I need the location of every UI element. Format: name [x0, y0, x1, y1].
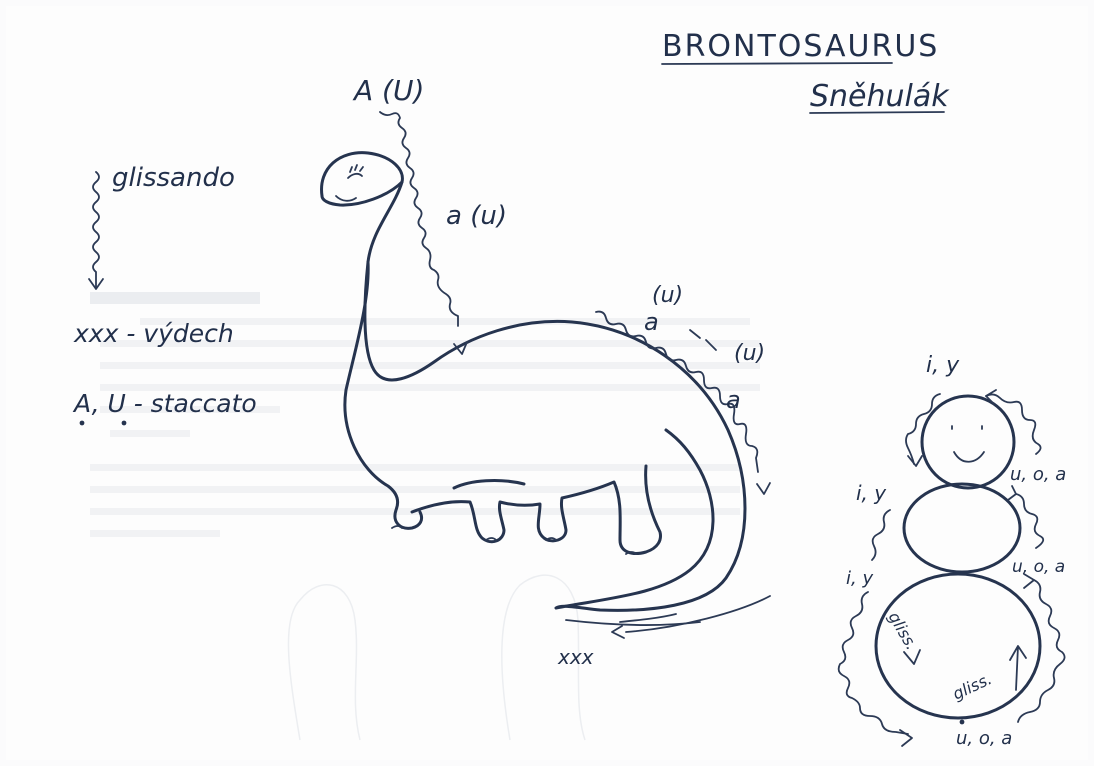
gliss-arrow-up	[1010, 646, 1026, 690]
back-label-2: a	[644, 308, 659, 336]
subtitle: Sněhulák	[810, 79, 950, 114]
head-label: A (U)	[352, 74, 424, 107]
brontosaurus-outline	[322, 153, 745, 611]
legend-breath-label: xxx - výdech	[73, 319, 234, 348]
snowman-top-label: i, y	[926, 353, 960, 378]
snowman-gliss-label-2: gliss.	[950, 669, 995, 703]
snowman-middle	[904, 484, 1020, 572]
snowman-smile	[954, 452, 984, 462]
snowman-right-arrow-2	[1008, 486, 1016, 500]
snowman-mid-left-label: i, y	[856, 481, 887, 505]
tail-wave	[626, 596, 770, 632]
tail-arrow-head	[612, 626, 624, 638]
tail-wave-short	[620, 614, 676, 622]
staccato-dot	[960, 720, 965, 725]
snowman-low-left-label: i, y	[846, 568, 873, 589]
back-arrow-head	[757, 483, 770, 494]
brontosaurus-eye	[348, 165, 363, 178]
legend-glissando-squiggle	[93, 172, 99, 288]
snowman-gliss-label-1: gliss.	[885, 609, 922, 654]
snowman-head	[922, 396, 1014, 488]
legend-staccato-label: A, U - staccato	[72, 389, 257, 418]
title: BRONTOSAURUS	[662, 29, 939, 64]
snowman-right-label-2: u, o, a	[1012, 557, 1065, 577]
snowman-eyes	[952, 426, 982, 429]
brontosaurus-mouth	[336, 196, 356, 201]
tail-label: xxx	[557, 645, 594, 669]
show-through-text	[90, 292, 760, 740]
snowman-left-wave-2	[872, 510, 890, 560]
snowman-bottom-label: u, o, a	[956, 728, 1012, 749]
staccato-dot	[80, 421, 85, 426]
snowman-left-arrow-1	[908, 456, 922, 466]
back-label-1: (u)	[652, 283, 683, 308]
snowman-right-label-1: u, o, a	[1010, 464, 1066, 485]
staccato-dot	[122, 421, 127, 426]
back-label-4: a	[726, 386, 741, 414]
legend-glissando-label: glissando	[112, 163, 235, 193]
neck-label: a (u)	[446, 201, 507, 231]
back-label-3: (u)	[734, 341, 765, 366]
brontosaurus-drawing	[322, 112, 770, 638]
brontosaurus-toes	[392, 526, 636, 554]
